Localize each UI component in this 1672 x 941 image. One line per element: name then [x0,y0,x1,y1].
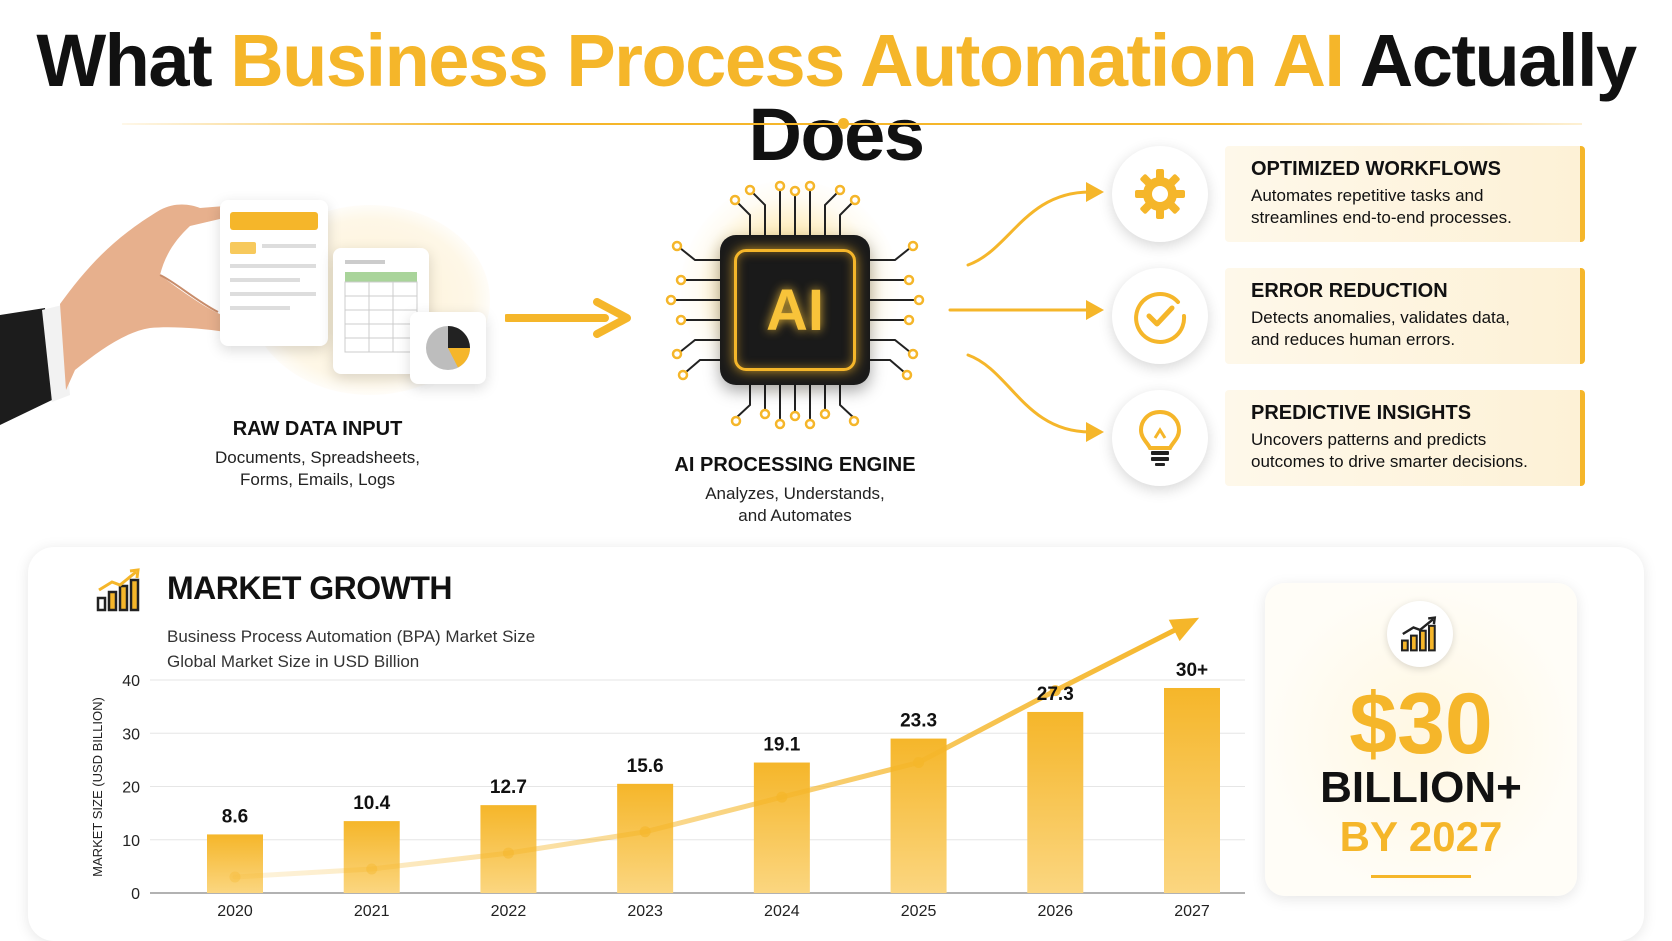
title-pre: What [36,19,231,102]
market-title: MARKET GROWTH [167,570,453,606]
engine-desc-2: and Automates [738,506,852,525]
bar [617,783,674,893]
output-title: OPTIMIZED WORKFLOWS [1251,158,1501,180]
output-card-workflows: OPTIMIZED WORKFLOWS Automates repetitive… [1225,146,1585,242]
raw-data-desc-2: Forms, Emails, Logs [240,470,395,489]
x-tick-label: 2022 [491,903,527,920]
lightbulb-icon [1112,390,1208,486]
hand-illustration [0,204,235,425]
pie-chart-icon [410,312,486,384]
trend-point [776,791,788,803]
raw-data-input-label: RAW DATA INPUT Documents, Spreadsheets, … [195,418,440,491]
stat-unit: BILLION+ [1320,763,1522,812]
trend-point [913,757,925,769]
data-label: 19.1 [763,735,800,756]
trend-arrowhead [1168,617,1200,642]
x-tick-label: 2025 [901,903,937,920]
engine-label: AI PROCESSING ENGINE Analyzes, Understan… [660,454,930,527]
stat-underline [1371,875,1471,878]
data-label: 23.3 [900,711,937,732]
raw-data-title: RAW DATA INPUT [232,418,403,440]
data-label: 15.6 [627,756,664,777]
divider-dot [838,118,849,129]
output-desc: streamlines end-to-end processes. [1251,208,1512,227]
x-tick-label: 2021 [354,903,390,920]
x-tick-label: 2024 [764,903,800,920]
growth-chart-icon [96,568,140,612]
x-tick-label: 2026 [1037,903,1073,920]
bar [207,834,263,893]
check-circle-icon [1112,268,1208,364]
output-desc: Detects anomalies, validates data, [1251,308,1510,327]
growth-chart-icon [1387,601,1453,667]
market-subtitle-2: Global Market Size in USD Billion [167,652,420,671]
output-card-errors: ERROR REDUCTION Detects anomalies, valid… [1225,268,1585,364]
title-accent: Business Process Automation AI [230,19,1345,102]
output-desc: outcomes to drive smarter decisions. [1251,452,1528,471]
trend-point [639,826,651,838]
x-tick-label: 2027 [1174,903,1210,920]
bar [1027,711,1084,893]
data-label: 27.3 [1037,684,1074,705]
document-icon [220,200,328,346]
y-tick-label: 10 [122,833,140,850]
chip-label: AI [766,277,824,343]
data-label: 8.6 [222,806,248,827]
trend-point [502,847,514,859]
output-arrows [948,182,1104,442]
circuit-traces [665,180,925,430]
output-card-insights: PREDICTIVE INSIGHTS Uncovers patterns an… [1225,390,1585,486]
data-label: 30+ [1176,660,1208,681]
y-tick-label: 20 [122,780,140,797]
chip-inner: AI [734,249,856,371]
output-title: PREDICTIVE INSIGHTS [1251,402,1472,424]
data-label: 10.4 [353,793,390,814]
bar [1164,687,1220,893]
market-subtitle: Business Process Automation (BPA) Market… [167,624,535,674]
y-axis-label: MARKET SIZE (USD BILLION) [90,697,105,877]
title-divider [122,123,1582,125]
arrow-right-icon [505,298,631,338]
output-desc: Automates repetitive tasks and [1251,186,1484,205]
data-label: 12.7 [490,777,527,798]
y-tick-label: 30 [122,726,140,743]
x-tick-label: 2023 [627,903,663,920]
stat-year: BY 2027 [1339,813,1503,860]
title-post: Actually Does [748,19,1638,176]
bar [343,821,400,893]
engine-desc-1: Analyzes, Understands, [705,484,885,503]
stat-value: $30 [1349,676,1493,772]
trend-point [229,871,241,883]
engine-title: AI PROCESSING ENGINE [674,454,916,476]
output-title: ERROR REDUCTION [1251,280,1448,302]
ai-chip: AI [640,150,940,440]
output-desc: and reduces human errors. [1251,330,1456,349]
x-tick-label: 2020 [217,903,253,920]
trend-line [232,618,1195,880]
gear-icon [1112,146,1208,242]
output-desc: Uncovers patterns and predicts [1251,430,1487,449]
raw-data-desc-1: Documents, Spreadsheets, [214,448,421,467]
trend-point [366,863,378,875]
page-title: What Business Process Automation AI Actu… [0,24,1672,172]
market-subtitle-1: Business Process Automation (BPA) Market… [167,627,536,646]
chip-body: AI [720,235,870,385]
stat-card: $30 BILLION+ BY 2027 [1265,583,1577,896]
y-tick-label: 0 [131,886,140,903]
bar [753,762,810,893]
y-tick-label: 40 [122,673,140,690]
trend-point [1049,685,1061,697]
